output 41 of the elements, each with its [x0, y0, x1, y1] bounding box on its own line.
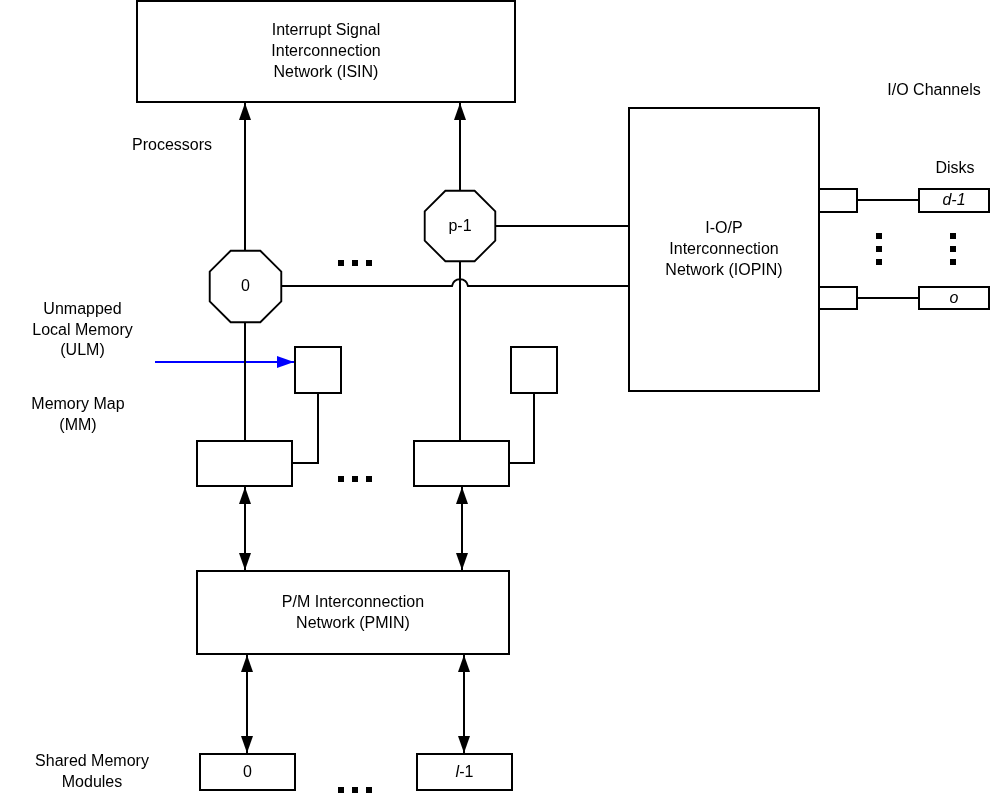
arrow	[458, 654, 470, 754]
connector-line	[509, 393, 535, 464]
group-label: I/O Channels	[887, 79, 981, 100]
group-label: Memory Map (MM)	[30, 394, 126, 435]
leader-arrow	[154, 356, 295, 368]
group-label: Disks	[935, 157, 975, 178]
callout-text: Unmapped Local Memory (ULM)	[31, 298, 134, 361]
node-label: l-1	[455, 761, 474, 782]
memory-module-box	[199, 753, 296, 791]
node-label: 0	[243, 761, 252, 782]
node-label: d-1	[942, 190, 966, 211]
connector-line	[244, 322, 246, 441]
connector-line	[459, 261, 461, 441]
arrow	[241, 654, 253, 754]
local-memory-box	[294, 346, 342, 394]
node-label: p-1	[448, 215, 472, 236]
arrow	[239, 486, 251, 571]
arrow	[456, 486, 468, 571]
node-label: I-O/P Interconnection Network (IOPIN)	[664, 218, 784, 280]
group-label: Shared Memory Modules	[34, 751, 150, 792]
node-label: Interrupt Signal Interconnection Network (ISIN)	[270, 20, 382, 82]
connector-line	[281, 278, 629, 287]
node-label: 0	[241, 276, 250, 297]
channel-box	[818, 188, 858, 213]
local-memory-box	[510, 346, 558, 394]
network-box	[628, 107, 820, 392]
connector-line	[292, 393, 319, 464]
memory-module-box	[416, 753, 513, 791]
memory-map-box	[196, 440, 293, 487]
connector-line	[495, 225, 629, 227]
channel-box	[818, 286, 858, 310]
arrow	[454, 102, 466, 191]
node-label: P/M Interconnection Network (PMIN)	[280, 591, 426, 633]
connector-line	[857, 199, 919, 201]
node-label: o	[949, 287, 959, 308]
connector-line	[857, 297, 919, 299]
group-label: Processors	[132, 134, 212, 155]
memory-map-box	[413, 440, 510, 487]
network-box	[196, 570, 510, 655]
arrow	[239, 102, 251, 251]
network-box	[136, 0, 516, 103]
